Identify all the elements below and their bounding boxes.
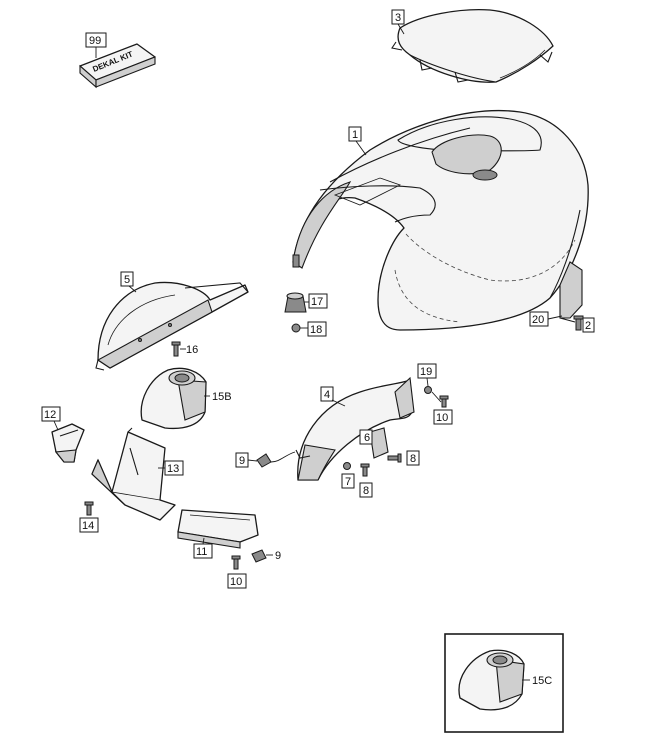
- callout-2-box: [582, 317, 595, 333]
- callout-7: 7: [345, 476, 351, 488]
- rear-fender-part: [95, 281, 249, 371]
- clip-9-upper-part: [256, 453, 272, 468]
- callout-5-box: [120, 271, 134, 287]
- callout-14-box: [79, 517, 99, 533]
- screw-10-upper-part: [439, 395, 449, 408]
- callout-1-box: [348, 126, 362, 142]
- decal-kit-part: DEKAL KIT: [79, 43, 156, 89]
- nut-19-part: [424, 386, 432, 394]
- callout-6: 6: [364, 432, 370, 444]
- callout-10a: 10: [436, 412, 448, 424]
- callout-18-box: [307, 321, 327, 337]
- callout-19: 19: [420, 366, 432, 378]
- callout-16: 16: [186, 344, 198, 356]
- screw-18-part: [291, 323, 301, 333]
- callout-2: 2: [585, 320, 591, 332]
- callout-4: 4: [324, 389, 330, 401]
- callout-14: 14: [82, 520, 94, 532]
- callout-99: 99: [89, 35, 101, 47]
- damper-part: [284, 292, 307, 313]
- callout-8a: 8: [410, 453, 416, 465]
- screw-16-part: [171, 341, 181, 357]
- top-cover-part: [391, 9, 554, 83]
- callout-11: 11: [196, 546, 207, 558]
- inset-frame: [444, 633, 564, 733]
- callout-7-box: [341, 473, 355, 489]
- screw-8-lower-part: [360, 463, 370, 477]
- screw-10-lower-part: [231, 555, 241, 570]
- callout-10b: 10: [230, 576, 242, 588]
- screw-8-upper-part: [387, 453, 402, 463]
- callout-3: 3: [395, 12, 401, 24]
- screw-2-part: [573, 315, 584, 331]
- callout-9a: 9: [239, 455, 245, 467]
- callout-18: 18: [310, 324, 322, 336]
- bracket-part: [559, 261, 583, 323]
- washer-7-part: [343, 462, 351, 470]
- callout-9b: 9: [275, 550, 281, 562]
- callout-17: 17: [311, 296, 323, 308]
- callout-8b-box: [359, 482, 373, 498]
- hood-part: [292, 109, 589, 331]
- callout-8b: 8: [363, 485, 369, 497]
- callout-20: 20: [532, 314, 544, 326]
- clip-9-lower-part: [251, 549, 267, 563]
- callout-6-box: [359, 429, 373, 445]
- callout-17-box: [308, 293, 328, 309]
- screw-14-part: [84, 501, 94, 516]
- bracket-12-part: [51, 423, 85, 463]
- callout-10b-box: [227, 573, 247, 589]
- bottom-panel-part: [91, 427, 176, 521]
- callout-5: 5: [124, 274, 130, 286]
- callout-15b: 15B: [212, 391, 232, 403]
- callout-1: 1: [352, 129, 358, 141]
- step-plate-part: [177, 509, 259, 549]
- callout-13: 13: [167, 463, 179, 475]
- front-fender-part: [295, 376, 415, 481]
- callout-12: 12: [44, 409, 56, 421]
- callout-12-box: [41, 406, 61, 422]
- callout-8a-box: [406, 450, 420, 466]
- plate-6-part: [369, 427, 389, 459]
- callout-15c: 15C: [532, 675, 552, 687]
- callout-4-box: [320, 386, 334, 402]
- fuel-cover-15b-part: [140, 367, 207, 430]
- fuel-cover-15c-part: [458, 649, 525, 711]
- callout-10a-box: [433, 409, 453, 425]
